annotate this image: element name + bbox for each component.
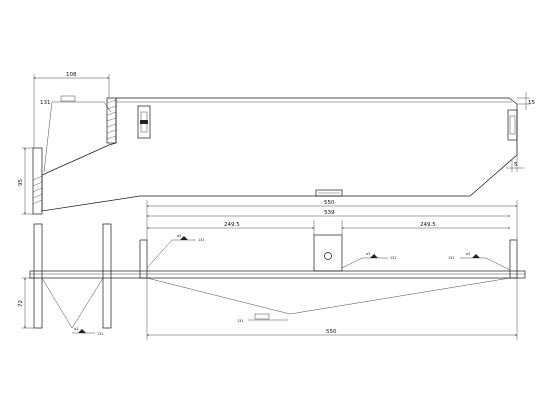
svg-text:550: 550: [324, 200, 335, 206]
weld-symbol-front-mid: a3 131: [341, 252, 396, 269]
svg-text:131: 131: [198, 238, 204, 242]
weld-symbol-front-right: a3 131: [448, 252, 511, 271]
dim-left-height-label: 95: [18, 179, 24, 186]
dim-right-span: 249.5: [341, 220, 510, 235]
front-mid-post-right: [509, 239, 518, 279]
dim-overall-lower: 550: [146, 278, 518, 340]
dim-right-height: 15: [517, 92, 535, 110]
weld-symbol-top-left: 131: [40, 95, 112, 173]
front-bar: [29, 270, 526, 279]
front-inner-post: [102, 223, 112, 329]
center-block: [313, 234, 343, 272]
dim-top-width-label: 108: [66, 72, 77, 78]
svg-text:a3: a3: [466, 252, 470, 256]
svg-text:249.5: 249.5: [420, 222, 436, 228]
left-plate: [32, 147, 43, 215]
dim-left-height: 95: [18, 147, 33, 215]
dim-overall-upper: 550: [146, 200, 518, 240]
svg-text:550: 550: [326, 329, 337, 335]
dim-top-width: 108: [33, 72, 110, 148]
svg-text:249.5: 249.5: [224, 222, 240, 228]
top-view: 108 15 5 95 131: [18, 72, 535, 215]
dim-right-gap-label: 5: [514, 162, 518, 168]
svg-text:a3: a3: [366, 252, 370, 256]
dim-right-height-label: 15: [528, 100, 535, 106]
slot-right: [507, 109, 518, 141]
svg-text:131: 131: [97, 332, 103, 336]
weld-symbol-front-left: a3 131: [146, 234, 204, 269]
dim-right-gap: 5: [506, 160, 524, 172]
svg-text:131: 131: [40, 100, 51, 106]
svg-text:131: 131: [390, 256, 396, 260]
top-view-outline: [41, 97, 518, 212]
dim-between-posts: 539: [147, 210, 510, 217]
front-mid-post-left: [139, 239, 148, 279]
slot-left: [137, 105, 151, 139]
svg-text:131: 131: [237, 319, 243, 323]
top-left-flange-hatch: [106, 99, 117, 140]
weld-symbol-bottom-center: 131: [237, 313, 288, 323]
top-left-flange: [106, 97, 117, 144]
bottom-tab: [315, 189, 343, 197]
svg-text:539: 539: [324, 210, 335, 216]
svg-text:a3: a3: [74, 327, 78, 331]
front-left-post: [33, 223, 43, 329]
front-view: 550 539 249.5 249.5 72: [18, 200, 526, 340]
dim-left-span: 249.5: [147, 220, 315, 235]
dim-front-height: 72: [18, 277, 34, 329]
svg-text:131: 131: [448, 256, 454, 260]
center-hole: [324, 252, 332, 260]
svg-text:a3: a3: [177, 234, 181, 238]
svg-text:72: 72: [18, 300, 24, 307]
weld-symbol-left-view: a3 131: [72, 327, 103, 336]
